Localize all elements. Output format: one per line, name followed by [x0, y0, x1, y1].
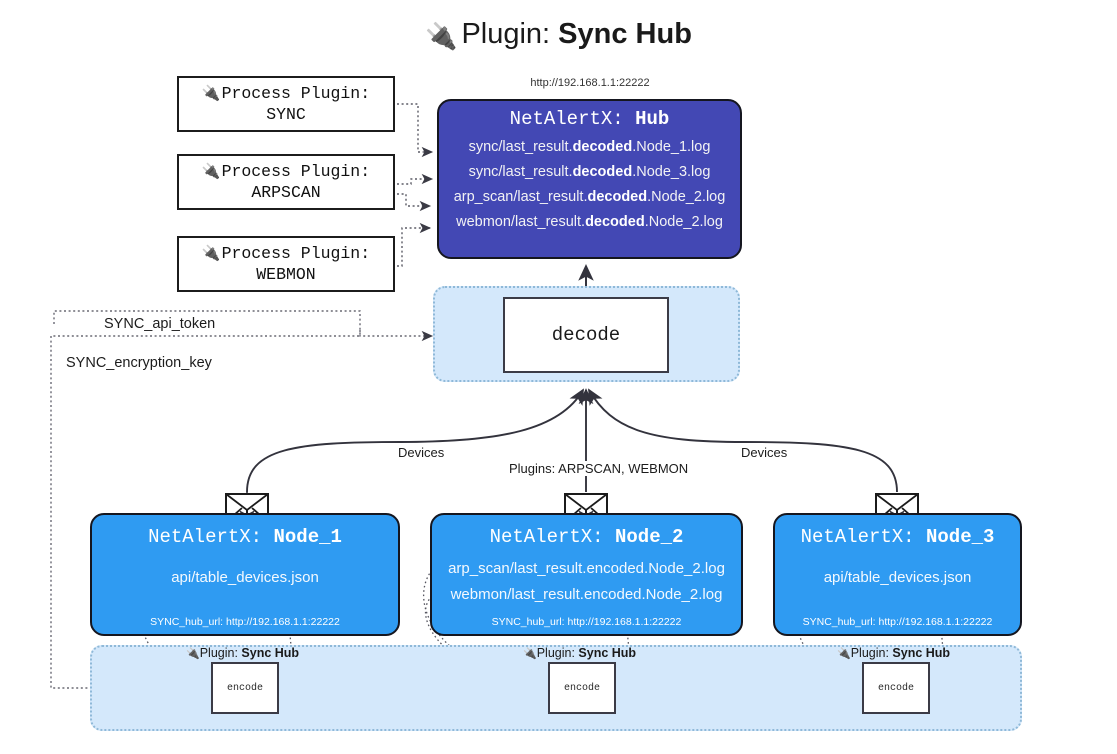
encode-caption-prefix: Plugin: [850, 646, 889, 660]
hub-log-line-2: sync/last_result.decoded.Node_3.log [468, 163, 711, 180]
plug-icon: 🔌 [523, 648, 537, 660]
node-card-node-2[interactable]: NetAlertX: Node_2 arp_scan/last_result.e… [430, 513, 743, 636]
page-title-name: Sync Hub [558, 18, 692, 50]
sync-api-token-label: SYNC_api_token [101, 316, 219, 332]
node-name-label: Node_1 [273, 526, 342, 548]
encode-caption-1: 🔌Plugin: Sync Hub [186, 646, 299, 660]
encode-caption-name: Sync Hub [578, 646, 637, 660]
process-plugin-label: Process Plugin: [221, 243, 371, 263]
node-title: NetAlertX: Node_2 [432, 526, 741, 548]
node-app-label: NetAlertX: [800, 526, 915, 548]
encode-box-3[interactable]: encode [862, 662, 930, 714]
plug-icon: 🔌 [201, 85, 221, 103]
encode-box-2[interactable]: encode [548, 662, 616, 714]
node-line: api/table_devices.json [823, 569, 972, 586]
process-plugin-sync[interactable]: 🔌Process Plugin: SYNC [177, 76, 395, 132]
encode-caption-name: Sync Hub [241, 646, 300, 660]
node-title: NetAlertX: Node_3 [775, 526, 1020, 548]
hub-title: NetAlertX: Hub [439, 108, 740, 130]
hub-app-label: NetAlertX: [509, 108, 624, 130]
plug-icon: 🔌 [837, 648, 851, 660]
node-name-label: Node_3 [926, 526, 995, 548]
node-card-node-3[interactable]: NetAlertX: Node_3 api/table_devices.json… [773, 513, 1022, 636]
node-hub-url-label: SYNC_hub_url: http://192.168.1.1:22222 [491, 616, 682, 628]
node-app-label: NetAlertX: [148, 526, 263, 548]
encode-caption-3: 🔌Plugin: Sync Hub [837, 646, 950, 660]
encode-caption-2: 🔌Plugin: Sync Hub [523, 646, 636, 660]
node-hub-url-label: SYNC_hub_url: http://192.168.1.1:22222 [150, 616, 340, 628]
encode-box-1[interactable]: encode [211, 662, 279, 714]
hub-name-label: Hub [635, 108, 670, 130]
process-plugin-webmon[interactable]: 🔌Process Plugin: WEBMON [177, 236, 395, 292]
node-name-label: Node_2 [615, 526, 684, 548]
plug-icon: 🔌 [425, 21, 458, 51]
process-plugin-name: ARPSCAN [251, 183, 321, 203]
node-line: webmon/last_result.encoded.Node_2.log [450, 586, 723, 604]
process-plugin-name: SYNC [266, 105, 306, 125]
plug-icon: 🔌 [201, 245, 221, 263]
edge-label-devices-right: Devices [737, 445, 792, 460]
hub-log-line-4: webmon/last_result.decoded.Node_2.log [456, 213, 723, 230]
page-title: 🔌Plugin: Sync Hub [0, 18, 1117, 51]
sync-encryption-key-label: SYNC_encryption_key [63, 355, 215, 371]
hub-url-label: http://192.168.1.1:22222 [530, 77, 650, 89]
node-card-node-1[interactable]: NetAlertX: Node_1 api/table_devices.json… [90, 513, 400, 636]
hub-node-box[interactable]: NetAlertX: Hub sync/last_result.decoded.… [437, 99, 742, 259]
node-title: NetAlertX: Node_1 [92, 526, 398, 548]
plug-icon: 🔌 [186, 648, 200, 660]
decode-box[interactable]: decode [503, 297, 669, 373]
hub-log-line-1: sync/last_result.decoded.Node_1.log [468, 139, 711, 155]
process-plugin-label: Process Plugin: [221, 161, 371, 181]
node-line: api/table_devices.json [171, 569, 319, 586]
node-line: arp_scan/last_result.encoded.Node_2.log [448, 560, 725, 577]
encode-caption-prefix: Plugin: [199, 646, 238, 660]
node-app-label: NetAlertX: [489, 526, 604, 548]
process-plugin-arpscan[interactable]: 🔌Process Plugin: ARPSCAN [177, 154, 395, 210]
node-hub-url-label: SYNC_hub_url: http://192.168.1.1:22222 [802, 616, 993, 628]
edge-label-devices-left: Devices [394, 445, 449, 460]
page-title-prefix: Plugin: [461, 18, 551, 50]
plug-icon: 🔌 [201, 163, 221, 181]
hub-log-line-3: arp_scan/last_result.decoded.Node_2.log [453, 188, 726, 205]
encode-caption-name: Sync Hub [892, 646, 951, 660]
process-plugin-label: Process Plugin: [221, 83, 371, 103]
encode-caption-prefix: Plugin: [536, 646, 575, 660]
edge-label-plugins: Plugins: ARPSCAN, WEBMON [505, 461, 693, 476]
process-plugin-name: WEBMON [256, 265, 316, 285]
